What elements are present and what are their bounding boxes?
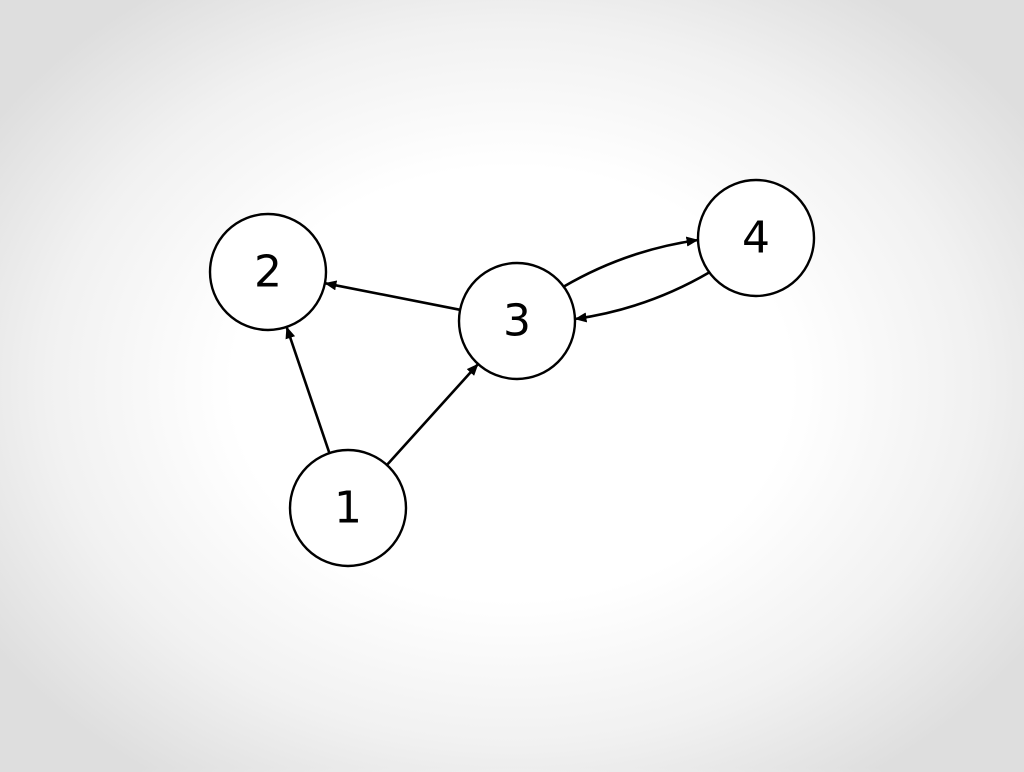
node-3[interactable]: 3 [457,261,577,381]
node-2[interactable]: 2 [208,212,328,332]
node-3-circle [457,261,577,381]
node-4-label: 4 [742,213,770,264]
edge-4-to-3 [574,271,710,323]
edges-layer [285,236,710,466]
nodes-layer: 1 2 3 4 [208,178,816,568]
edge-3-to-4 [563,236,699,288]
node-2-label: 2 [254,247,282,298]
edge-3-to-2 [324,280,461,312]
node-1[interactable]: 1 [288,448,408,568]
node-1-label: 1 [334,483,362,534]
node-1-circle [288,448,408,568]
edge-1-to-3 [385,363,480,466]
node-2-circle [208,212,328,332]
node-4[interactable]: 4 [696,178,816,298]
node-3-label: 3 [503,296,531,347]
node-4-circle [696,178,816,298]
edge-1-to-2 [285,326,331,454]
